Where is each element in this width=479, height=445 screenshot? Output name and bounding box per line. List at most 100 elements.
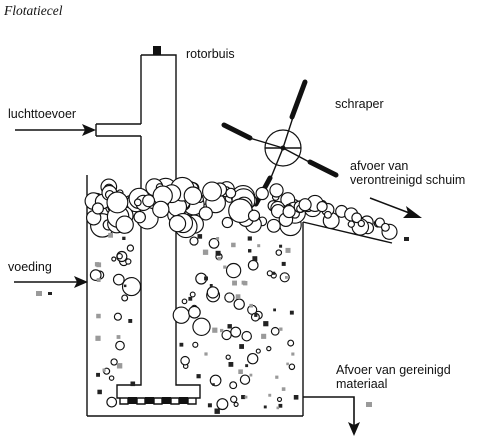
particle — [128, 319, 133, 323]
particle — [188, 296, 193, 301]
liquid-bubble — [279, 272, 290, 283]
particle — [209, 284, 213, 287]
clean-out-arrowhead — [348, 422, 360, 436]
particle — [102, 368, 106, 372]
liquid-bubble — [255, 348, 261, 354]
foam-bubble — [168, 214, 187, 233]
clean-discharge — [303, 396, 372, 436]
particle — [202, 249, 209, 255]
foam-bubble — [91, 202, 104, 215]
particle — [285, 276, 288, 279]
liquid-bubble — [239, 374, 251, 385]
particle — [204, 276, 208, 281]
foam-layer — [84, 176, 398, 240]
liquid-bubble — [241, 330, 252, 342]
particle — [275, 375, 279, 379]
foam-particle — [404, 237, 409, 241]
liquid-bubble — [288, 363, 296, 371]
particle — [245, 364, 249, 368]
particle — [248, 249, 252, 253]
rotor-blade-dark — [145, 397, 154, 404]
foam-bubble — [323, 210, 332, 219]
particle — [272, 271, 276, 275]
particle — [235, 294, 241, 299]
particle — [216, 237, 220, 240]
liquid-bubble — [111, 256, 117, 262]
liquid-bubble — [266, 270, 273, 277]
liquid-bubble — [216, 398, 229, 411]
liquid-bubble — [233, 298, 245, 310]
particle — [249, 303, 253, 308]
liquid-bubble — [208, 238, 220, 249]
particle — [217, 256, 222, 261]
particle — [197, 234, 203, 239]
particle — [212, 383, 215, 386]
foam-bubble — [316, 201, 328, 213]
scraper-blade — [289, 79, 308, 120]
foam-bubble — [228, 198, 253, 223]
particle — [97, 389, 102, 395]
rotor-teeth — [119, 398, 197, 405]
liquid-bubble — [230, 326, 242, 338]
liquid-bubble — [125, 258, 132, 265]
foam-out-arrowhead — [403, 206, 422, 218]
particle — [232, 280, 237, 286]
clean-particle — [366, 402, 372, 407]
particle — [273, 308, 276, 312]
rotor-tube-cap — [153, 46, 161, 55]
liquid-bubble — [229, 381, 238, 390]
liquid-bubble — [106, 396, 118, 408]
liquid-bubble — [108, 375, 115, 381]
label-feed: voeding — [8, 260, 52, 274]
feed-arrow — [14, 276, 88, 296]
particle — [94, 262, 100, 267]
particle — [207, 403, 212, 408]
liquid-bubble — [121, 277, 142, 297]
liquid-bubble — [189, 236, 199, 246]
liquid-bubble — [110, 358, 118, 366]
particle — [96, 313, 101, 319]
particle — [263, 321, 269, 327]
particle — [285, 247, 291, 253]
foam-bubble — [347, 220, 355, 228]
foam-bubble — [152, 200, 170, 219]
particle — [278, 403, 283, 408]
particle — [196, 374, 201, 379]
liquid-bubble — [189, 291, 196, 298]
foam-bubble — [142, 194, 156, 208]
rotor — [119, 397, 197, 405]
particle — [261, 333, 267, 339]
particle — [96, 278, 101, 282]
foam-bubble — [183, 186, 203, 205]
scraper-blade — [221, 122, 253, 141]
label-foam-out-line1: afvoer van — [350, 159, 408, 173]
particle — [122, 236, 126, 240]
particle — [257, 244, 261, 248]
foam-bubble — [115, 215, 134, 234]
particle — [223, 265, 227, 269]
liquid-bubble — [225, 262, 242, 279]
liquid-bubble — [266, 345, 272, 352]
particle — [279, 327, 283, 331]
rotor-blade-dark — [128, 397, 137, 404]
particle — [241, 280, 246, 285]
liquid-bubble — [209, 374, 222, 387]
particle — [214, 408, 220, 414]
particle — [231, 242, 236, 248]
particle — [281, 387, 286, 391]
liquid-bubble — [287, 339, 295, 347]
diagram-title: Flotatiecel — [3, 3, 63, 18]
particle — [291, 352, 295, 356]
label-foam-out-line2: verontreinigd schuim — [350, 173, 465, 187]
liquid-bubble — [180, 355, 190, 366]
particle — [227, 324, 232, 329]
feed-particle — [48, 292, 52, 295]
particle — [238, 369, 243, 374]
particle — [247, 236, 252, 241]
particles — [94, 232, 299, 414]
foam-bubble — [198, 206, 213, 221]
liquid-bubble — [112, 273, 125, 286]
scraper-arm — [269, 147, 284, 181]
particle — [116, 335, 121, 339]
